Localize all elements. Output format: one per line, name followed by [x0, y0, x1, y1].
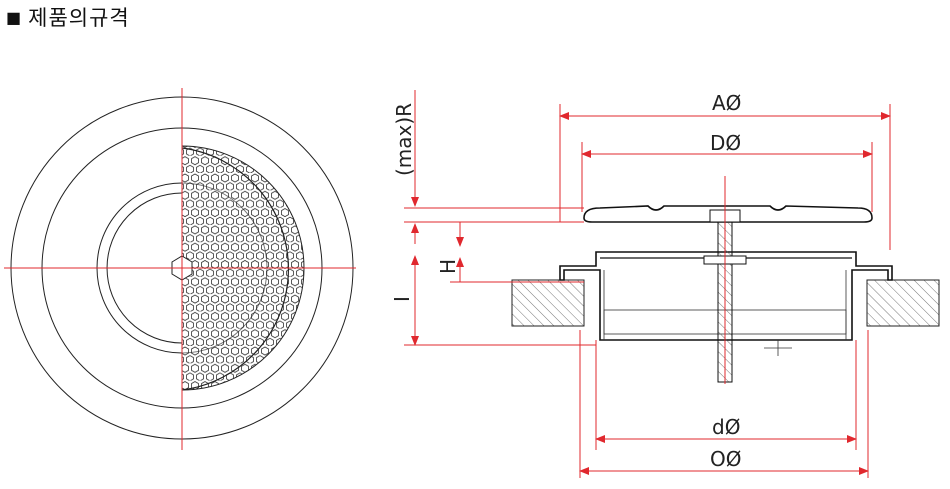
- label-D: DØ: [710, 131, 741, 155]
- wall-left: [511, 279, 585, 327]
- label-H: H: [436, 259, 460, 274]
- top-view: [4, 88, 356, 450]
- section-title: ■ 제품의규격: [6, 2, 130, 32]
- label-R: (max)R: [392, 103, 416, 176]
- frame-body: [559, 251, 893, 341]
- label-I: I: [390, 296, 414, 302]
- title-text: 제품의규격: [28, 6, 130, 30]
- dimensions: [404, 90, 891, 478]
- label-A: AØ: [712, 91, 741, 115]
- label-O: OØ: [710, 447, 741, 471]
- wall-right: [866, 279, 940, 327]
- side-view: [511, 176, 940, 384]
- perforated-edge: [181, 147, 289, 391]
- label-d: dØ: [712, 415, 740, 439]
- square-bullet-icon: ■: [6, 8, 23, 27]
